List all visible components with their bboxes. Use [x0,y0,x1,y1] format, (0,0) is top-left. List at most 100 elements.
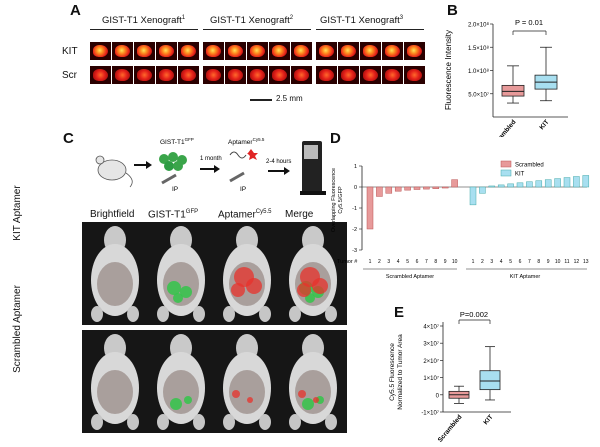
tumor-image [156,42,177,60]
tumor-image [247,42,268,60]
tumor-image [156,66,177,84]
b-box [501,84,525,97]
row-label-scr: Scr [62,70,77,81]
e-y-tick-label: 4×10⁷ [423,324,439,331]
arrow-icon [146,161,152,169]
d-bar-kit [563,177,571,188]
e-y-tick-label: 3×10⁷ [423,341,439,348]
d-x-tick-label: 8 [537,259,540,265]
cy55-signal [232,390,240,398]
d-y-tick-label: -1 [352,206,357,212]
d-bar-scrambled [404,186,411,191]
mouse-organs-shape [229,370,265,414]
panel-c-letter: C [63,130,74,147]
d-bar-kit [497,184,505,188]
panel-d-letter: D [330,130,341,147]
syringe-icon [161,173,177,185]
gfp-signal [173,293,183,303]
mouse-leg-shape [223,306,235,322]
col-title-gfp: GIST-T1GFP [148,209,199,221]
d-x-tick-label: 10 [555,259,561,265]
scale-bar [250,99,272,101]
b-y-tick-label: 1.5×10⁸ [468,45,490,52]
d-x-tick-label: 2 [481,259,484,265]
mouse-leg-shape [91,306,103,322]
tumor-image [338,42,359,60]
imager-window-icon [304,145,318,159]
d-bar-kit [516,182,524,188]
mouse-leg-shape [325,414,337,430]
mouse-image-merge [280,222,347,325]
tumor-image [203,66,224,84]
d-legend-label-scrambled: Scrambled [515,163,544,169]
d-bar-scrambled [394,186,402,192]
mouse-leg-shape [193,414,205,430]
tumor-image [338,66,359,84]
d-bar-scrambled [376,186,383,197]
row-label-scrambled-aptamer: Scrambled Aptamer [12,285,23,373]
b-y-tick-label: 2.0×10⁸ [468,22,490,29]
mouse-image-merge [280,330,347,433]
aptamer-icon [229,151,247,159]
mouse-leg-shape [157,414,169,430]
gfp-signal [167,281,181,295]
tumor-image [291,66,312,84]
scale-bar-label: 2.5 mm [276,94,303,103]
tumor-image [360,42,381,60]
b-x-tick-label: KIT [538,119,550,132]
xenograft-2-rule [203,29,311,30]
d-x-tick-label: 9 [444,259,447,265]
cy55-signal [298,390,306,398]
imager-base-icon [300,191,326,195]
panel-a-letter: A [70,2,81,19]
b-y-axis-label: Fluorescence Intensity [444,30,453,110]
ip-label-2: IP [240,186,246,193]
d-x-tick-label: 2 [378,259,381,265]
mouse-leg-shape [127,414,139,430]
d-y-axis-label-1: Overlapping Fluorescence [331,168,337,232]
b-y-tick-label: 5.0×10⁷ [468,91,489,98]
d-legend-swatch-kit [500,169,512,177]
d-y-axis-label-2: Cy5.5/GFP [338,186,344,214]
d-legend-swatch-scrambled [500,160,512,168]
xenograft-1-title: GIST-T1 Xenograft1 [102,15,186,27]
col-title-aptamer: AptamerCy5.5 [218,209,272,221]
mouse-tail-icon [125,172,133,188]
b-pvalue: P = 0.01 [515,18,543,27]
tumor-image [382,66,403,84]
tumor-image [134,66,155,84]
tumor-image [404,66,425,84]
e-box [479,370,501,391]
mouse-image-gfp [148,330,215,433]
d-x-tick-label: 4 [397,259,400,265]
tumor-image [247,66,268,84]
xenograft-3-title: GIST-T1 Xenograft3 [320,15,404,27]
panel-b-boxplot: Fluorescence Intensity 5.0×10⁷1.0×10⁸1.5… [444,18,568,137]
ip-label-1: IP [172,186,178,193]
e-pvalue: P=0.002 [460,310,488,319]
mouse-image-cy [214,330,281,433]
tumor-image [90,66,111,84]
e-y-tick-label: 1×10⁷ [423,375,439,382]
d-x-tick-label: 7 [528,259,531,265]
tumor-image [360,66,381,84]
aptamer-label: AptamerCy5.5 [228,137,265,146]
d-y-tick-label: -2 [352,227,357,233]
panel-e-boxplot: Cy5.5 Fluorescence Normalized to Tumor A… [389,310,511,444]
mouse-icon [97,159,127,181]
d-x-tick-label: 3 [387,259,390,265]
d-y-tick-label: 1 [354,164,357,170]
tumor-image [203,42,224,60]
mouse-ear-icon [95,155,105,165]
xenograft-3-rule [316,29,424,30]
e-x-tick-label: KIT [482,414,494,427]
cy55-signal [313,397,319,403]
d-bar-kit [479,186,486,194]
gfp-signal [184,396,192,404]
arrow-icon [284,167,290,175]
row-label-kit: KIT [62,46,78,57]
mouse-leg-shape [259,306,271,322]
cell-icon [168,152,178,162]
d-group-label-kit: KIT Aptamer [510,274,541,280]
tumor-image [269,66,290,84]
